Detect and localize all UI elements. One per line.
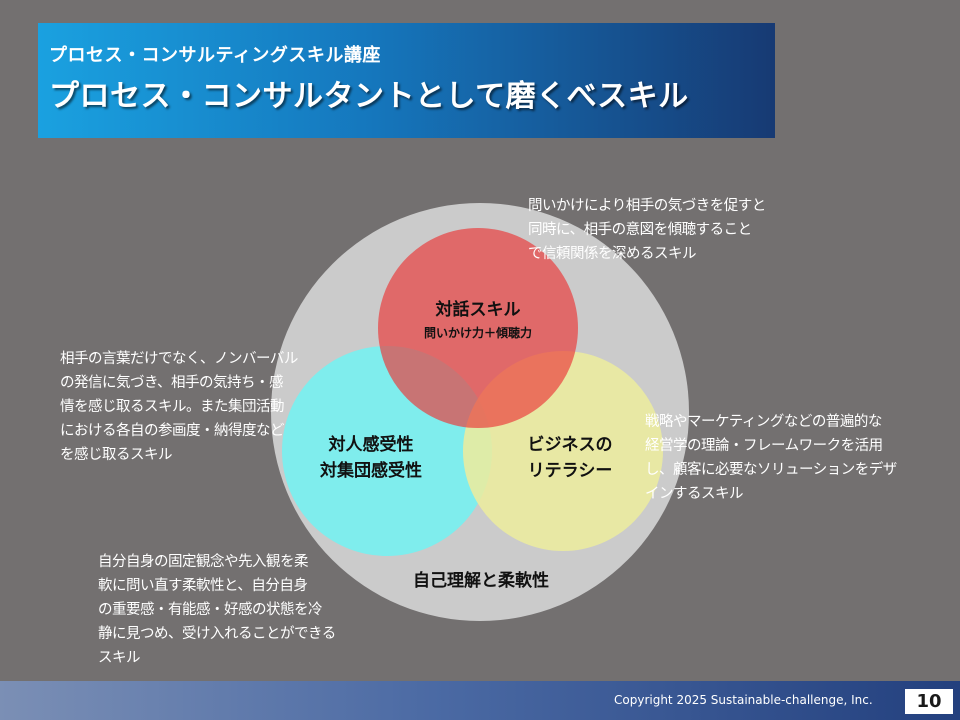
interpersonal-description: 相手の言葉だけでなく、ノンバーバル の発信に気づき、相手の気持ち・感 情を感じ取… (60, 351, 298, 463)
dialogue-label: 対話スキル (435, 299, 521, 320)
title-banner: プロセス・コンサルティングスキル講座 プロセス・コンサルタントとして磨くべスキル (38, 23, 775, 138)
self-understanding-label: 自己理解と柔軟性 (413, 570, 549, 591)
circle-dialogue (378, 228, 578, 428)
interpersonal-label-2: 対集団感受性 (319, 460, 422, 481)
footer-bar: Copyright 2025 Sustainable-challenge, In… (0, 681, 960, 720)
dialogue-description: 問いかけにより相手の気づきを促すと 同時に、相手の意図を傾聴すること で信頼関係… (528, 198, 766, 262)
business-label-2: リテラシー (528, 461, 613, 481)
business-description: 戦略やマーケティングなどの普遍的な 経営学の理論・フレームワークを活用 し、顧客… (645, 414, 897, 502)
page-number: 10 (905, 689, 953, 714)
self-understanding-description: 自分自身の固定観念や先入観を柔 軟に問い直す柔軟性と、自分自身 の重要感・有能感… (98, 554, 336, 666)
slide-title: プロセス・コンサルタントとして磨くべスキル (49, 79, 689, 114)
dialogue-sublabel: 問いかけ力＋傾聴力 (424, 325, 532, 340)
course-subtitle: プロセス・コンサルティングスキル講座 (49, 45, 381, 66)
business-label-1: ビジネスの (528, 435, 613, 455)
interpersonal-label-1: 対人感受性 (328, 434, 414, 455)
copyright-text: Copyright 2025 Sustainable-challenge, In… (614, 693, 873, 707)
